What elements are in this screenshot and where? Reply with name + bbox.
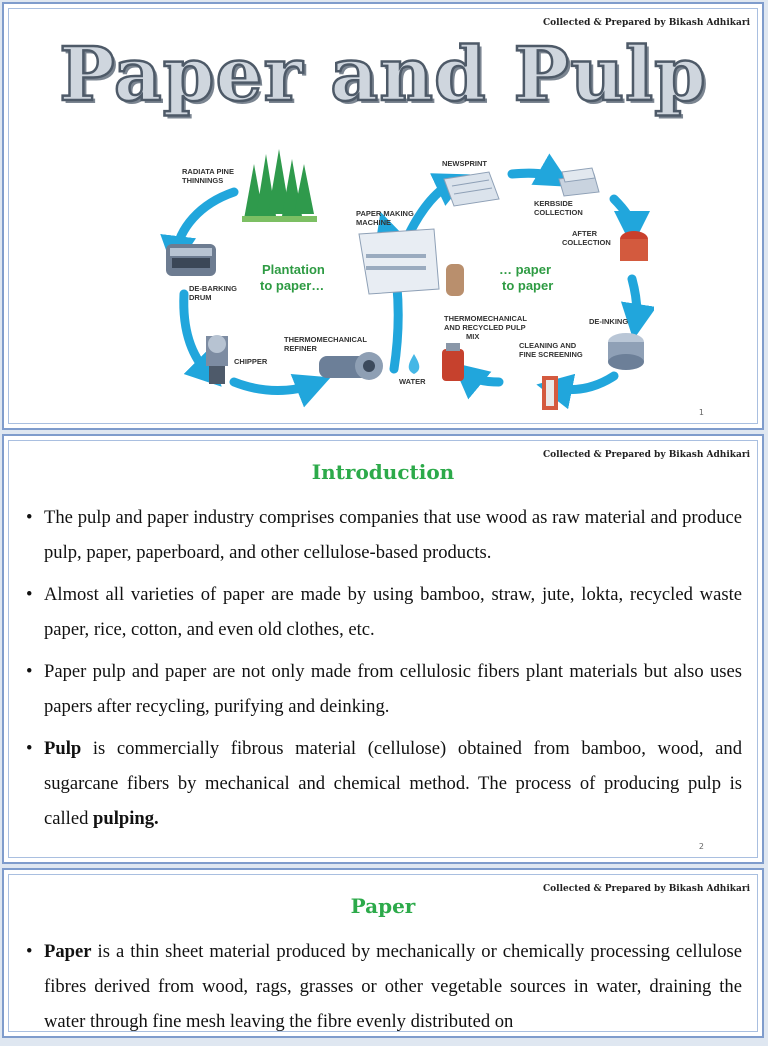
pine-trees-icon (242, 149, 317, 222)
credit-text: Collected & Prepared by Bikash Adhikari (543, 450, 750, 460)
refiner-icon (319, 352, 383, 380)
list-item: The pulp and paper industry comprises co… (26, 500, 742, 570)
de-inking-icon (608, 333, 644, 370)
paper-bullet-list: Paper is a thin sheet material produced … (26, 934, 742, 1046)
section-title: Introduction (311, 460, 455, 484)
list-item: Almost all varieties of paper are made b… (26, 577, 742, 647)
label-debark-1: DE-BARKING (189, 284, 237, 293)
chipper-icon (206, 335, 228, 384)
slide-3: Collected & Prepared by Bikash Adhikari … (2, 868, 764, 1038)
label-cleaning-2: FINE SCREENING (519, 350, 583, 359)
label-cleaning-1: CLEANING AND (519, 341, 577, 350)
pulp-mix-icon (442, 343, 464, 381)
after-collection-icon (620, 231, 648, 261)
list-item: Pulp is commercially fibrous material (c… (26, 731, 742, 836)
label-water: WATER (399, 377, 426, 386)
caption-left-1: Plantation (262, 262, 325, 277)
paper-cycle-diagram: RADIATA PINE THINNINGS DE-BARKING DRUM C… (160, 149, 654, 410)
label-debark-2: DRUM (189, 293, 212, 302)
bullet-text: Paper pulp and paper are not only made f… (44, 661, 742, 717)
section-title: Paper (350, 894, 416, 918)
water-drop-icon (408, 354, 420, 374)
label-refiner-2: REFINER (284, 344, 318, 353)
page-title: Paper and Pulp (58, 31, 707, 120)
intro-bullet-list: The pulp and paper industry comprises co… (26, 500, 742, 843)
caption-right-2: to paper (502, 278, 553, 293)
page-number: 2 (698, 842, 704, 851)
label-deinking: DE-INKING (589, 317, 628, 326)
list-item: Paper is a thin sheet material produced … (26, 934, 742, 1039)
caption-left-2: to paper… (260, 278, 324, 293)
label-kerbside-1: KERBSIDE (534, 199, 573, 208)
label-kerbside-2: COLLECTION (534, 208, 583, 217)
label-after-2: COLLECTION (562, 238, 611, 247)
bullet-text: The pulp and paper industry comprises co… (44, 507, 742, 563)
bullet-text: is commercially fibrous material (cellul… (44, 738, 742, 829)
bullet-bold-term: Paper (44, 941, 92, 962)
label-papermaking-2: MACHINE (356, 218, 391, 227)
slide-2: Collected & Prepared by Bikash Adhikari … (2, 434, 764, 864)
label-pine-2: THINNINGS (182, 176, 223, 185)
label-pine-1: RADIATA PINE (182, 167, 234, 176)
credit-text: Collected & Prepared by Bikash Adhikari (543, 18, 750, 28)
label-mix-3: MIX (466, 332, 479, 341)
debarking-drum-icon (166, 244, 216, 276)
bullet-bold-term: pulping. (93, 808, 159, 829)
cleaning-screening-icon (542, 376, 558, 410)
bullet-text: is a thin sheet material produced by mec… (44, 941, 742, 1032)
label-after-1: AFTER (572, 229, 598, 238)
credit-text: Collected & Prepared by Bikash Adhikari (543, 884, 750, 894)
newsprint-icon (443, 171, 500, 207)
bullet-text: Almost all varieties of paper are made b… (44, 584, 742, 640)
label-chipper: CHIPPER (234, 357, 268, 366)
bullet-bold-term: Pulp (44, 738, 82, 759)
label-mix-2: AND RECYCLED PULP (444, 323, 526, 332)
slide-1: Collected & Prepared by Bikash Adhikari … (2, 2, 764, 430)
kerbside-collection-icon (558, 167, 600, 197)
list-item: Paper pulp and paper are not only made f… (26, 654, 742, 724)
page-number: 1 (698, 408, 704, 417)
caption-right-1: … paper (499, 262, 551, 277)
label-mix-1: THERMOMECHANICAL (444, 314, 527, 323)
right-cycle-arrows (404, 153, 654, 410)
label-newsprint: NEWSPRINT (442, 159, 487, 168)
paper-machine-icon (358, 228, 464, 296)
label-papermaking-1: PAPER MAKING (356, 209, 414, 218)
label-refiner-1: THERMOMECHANICAL (284, 335, 367, 344)
